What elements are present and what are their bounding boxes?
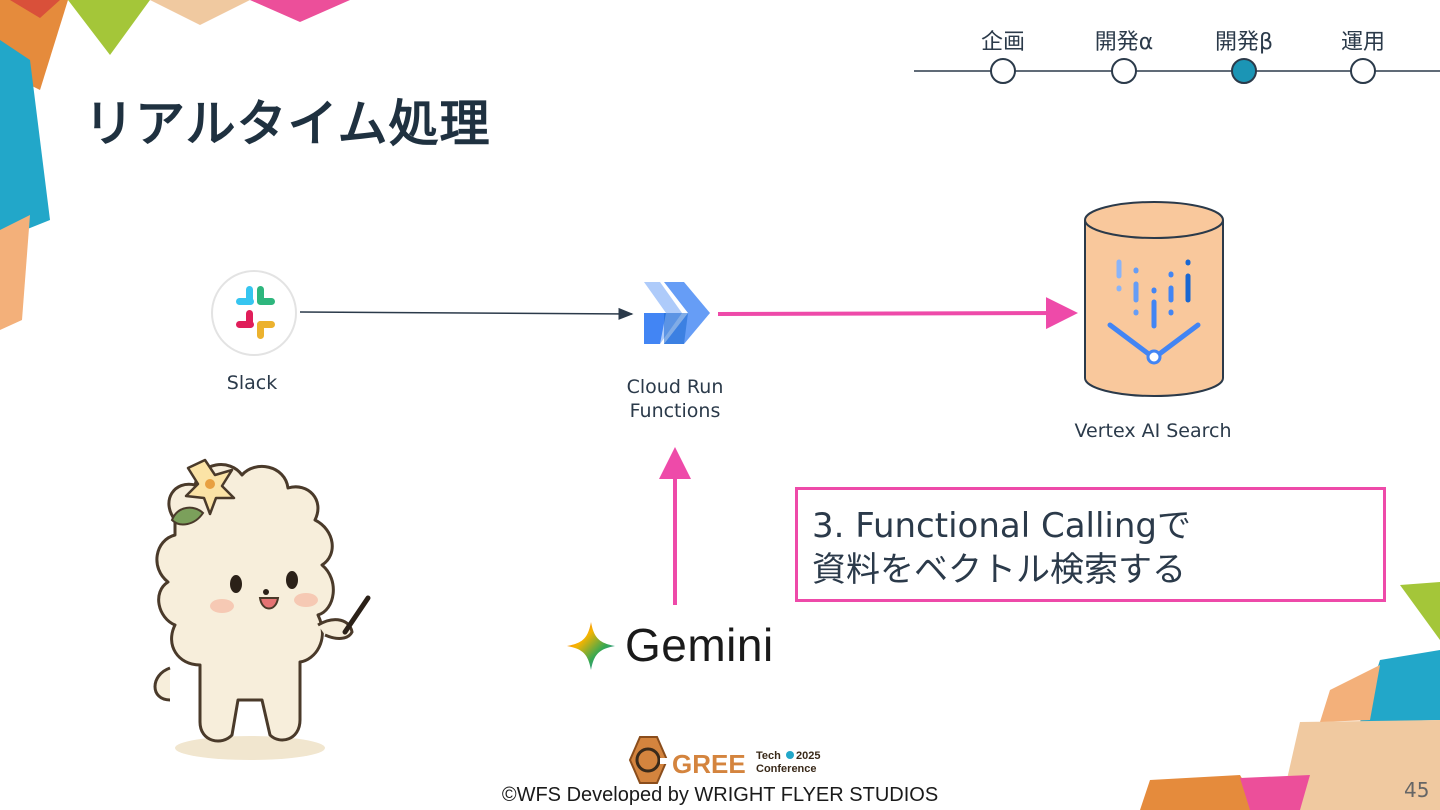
deco-shard-peach-br: [1320, 665, 1380, 722]
page-number: 45: [1404, 778, 1430, 802]
gemini-sparkle-icon: [567, 622, 615, 670]
callout-line1: 3. Functional Callingで: [812, 506, 1191, 546]
arrow-cloudrun-to-vertex: [717, 297, 1078, 330]
cloud-run-label-line1: Cloud Run: [626, 376, 724, 398]
deco-shard-red: [10, 0, 60, 18]
vertex-ai-search-label: Vertex AI Search: [1074, 420, 1232, 442]
svg-text:Tech: Tech: [756, 750, 781, 762]
deco-shard-blue-br: [1360, 650, 1440, 722]
slide-title: リアルタイム処理: [84, 95, 491, 153]
mascot-sheep-illustration: [153, 458, 371, 760]
arrow-slack-to-cloudrun: [299, 307, 634, 320]
callout-line2: 資料をベクトル検索する: [812, 550, 1186, 590]
gemini-label: Gemini: [625, 619, 774, 671]
deco-shard-tan: [150, 0, 250, 25]
progress-dot-3-active: [1231, 58, 1257, 84]
deco-shard-pink-br: [1240, 775, 1310, 810]
deco-shard-green: [68, 0, 150, 55]
svg-text:GREE: GREE: [672, 749, 746, 779]
deco-shard-peach: [0, 215, 30, 330]
cloud-run-label-line2: Functions: [629, 400, 721, 422]
cloud-run-label: Cloud Run Functions: [595, 375, 755, 423]
vertex-ai-search-icon: [1084, 201, 1224, 397]
slack-icon: [211, 270, 297, 356]
progress-dot-2: [1111, 58, 1137, 84]
deco-shard-tan-br: [1280, 720, 1440, 810]
callout-box: 3. Functional Callingで 資料をベクトル検索する: [795, 487, 1386, 602]
progress-step-dev-beta: 開発β: [1214, 30, 1274, 55]
progress-dot-4: [1350, 58, 1376, 84]
progress-step-operation: 運用: [1340, 30, 1385, 55]
deco-shard-blue: [0, 40, 50, 240]
deco-shard-green-br: [1400, 582, 1440, 640]
footer-copyright: ©WFS Developed by WRIGHT FLYER STUDIOS: [501, 784, 939, 806]
deco-shard-pink: [250, 0, 350, 22]
progress-step-dev-alpha: 開発α: [1094, 30, 1154, 55]
deco-shard-orange-br: [1140, 775, 1260, 810]
progress-step-planning: 企画: [980, 30, 1025, 55]
svg-text:2025: 2025: [796, 750, 820, 762]
progress-dot-1: [990, 58, 1016, 84]
cloud-run-functions-icon: [644, 282, 710, 344]
gree-tech-conference-logo: GREE Tech 2025 Conference: [628, 736, 820, 784]
svg-text:Conference: Conference: [756, 763, 817, 775]
slack-label: Slack: [226, 372, 278, 394]
